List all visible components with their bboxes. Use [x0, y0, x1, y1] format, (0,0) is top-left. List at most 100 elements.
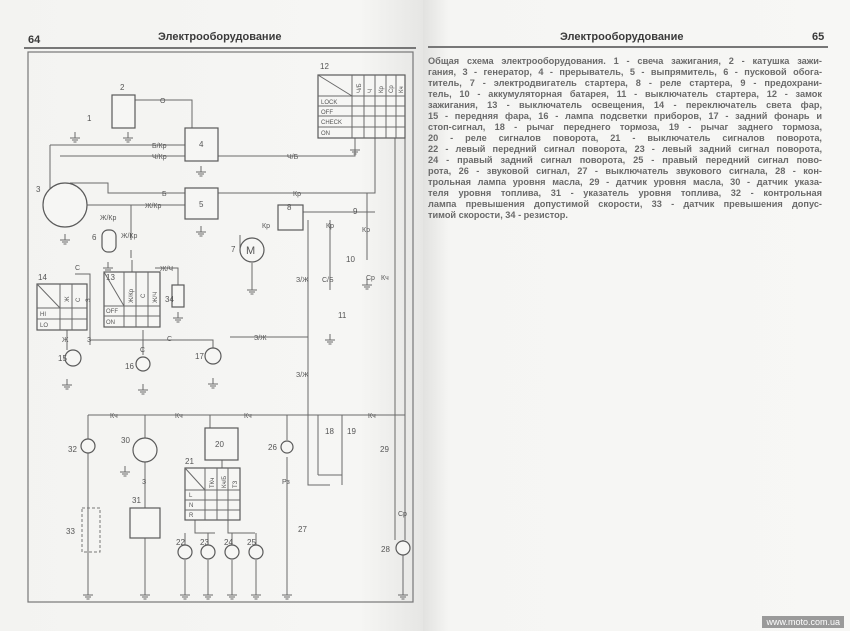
label-6: 6: [92, 233, 97, 242]
label-10: 10: [346, 255, 355, 264]
ground-icon: [251, 589, 261, 600]
caption-line: стоп-сигнал, 18 - рычаг переднего тормоз…: [428, 122, 822, 132]
wire-labels: О Б/Кр Ч/Кр Ч/Б Б Ж/Кр Ж/Кр Ж/Кр Кр Кр К…: [62, 98, 407, 518]
fuel-gauge-31: [129, 507, 161, 539]
label-30: 30: [121, 436, 130, 445]
headlight-switch-table: HI LO Ж С З: [40, 296, 92, 329]
ground-icon: [362, 279, 372, 290]
ground-icon: [247, 284, 257, 295]
wire-label: Кр: [262, 223, 270, 230]
wire-label: С: [140, 347, 145, 354]
ground-icon: [350, 144, 360, 155]
ground-icon: [180, 589, 190, 600]
caption-line: тель, 10 - аккумуляторная батарея, 11 - …: [428, 89, 822, 99]
diagram-frame: [27, 51, 414, 603]
ground-icon: [62, 379, 72, 390]
left-page-title: Электрооборудование: [158, 31, 282, 43]
col-label: Кч/Б: [222, 476, 228, 488]
caption-line: Общая схема электрооборудования. 1 - све…: [428, 56, 822, 66]
label-34: 34: [165, 295, 174, 304]
wire-label: З/Ж: [254, 335, 267, 342]
turn-switch-21: [184, 467, 241, 521]
right-page: [423, 0, 850, 631]
rectifier-5: [184, 187, 219, 220]
lamp-icon: [395, 540, 411, 556]
wire-label: Кр: [326, 223, 334, 230]
ignition-switch-table: LOCK OFF CHECK ON Ч/Б Ч Кр Ср Кч: [321, 83, 405, 137]
wire-label: Кр: [293, 191, 301, 198]
label-12: 12: [320, 62, 329, 71]
col-label: Ч/Б: [357, 83, 363, 93]
label-15: 15: [58, 354, 67, 363]
wire-label: З/Ж: [296, 277, 309, 284]
lamp-icon: [64, 349, 82, 367]
ground-icon: [60, 234, 70, 245]
col-label: Ж: [65, 296, 71, 302]
speed-sensor-33: [81, 507, 101, 553]
figure-caption: Общая схема электрооборудования. 1 - све…: [428, 56, 822, 221]
label-29: 29: [380, 445, 389, 454]
label-27: 27: [298, 525, 307, 534]
label-32: 32: [68, 445, 77, 454]
label-4: 4: [199, 140, 204, 149]
left-header-rule: [24, 47, 416, 49]
row-label: CHECK: [321, 120, 342, 126]
lamp-icon: [80, 438, 96, 454]
caption-line: 24 - правый задний сигнал поворота, 25 -…: [428, 155, 822, 165]
wire-label: Ж/Кр: [121, 233, 137, 240]
row-label: OFF: [321, 110, 333, 116]
row-label: LO: [40, 323, 48, 329]
label-9: 9: [353, 207, 358, 216]
caption-line: 15 - передняя фара, 16 - лампа подсветки…: [428, 111, 822, 121]
caption-line: гания, 3 - генератор, 4 - прерыватель, 5…: [428, 67, 822, 77]
label-33: 33: [66, 527, 75, 536]
label-7: 7: [231, 245, 236, 254]
label-3: 3: [36, 185, 41, 194]
col-label: Ср: [389, 85, 395, 93]
generator-3: [42, 182, 88, 228]
label-11: 11: [338, 311, 347, 320]
caption-line: рота, 26 - звуковой сигнал, 27 - выключа…: [428, 166, 822, 176]
right-page-number: 65: [812, 31, 825, 43]
ground-icon: [103, 262, 113, 273]
ground-icon: [173, 312, 183, 323]
label-26: 26: [268, 443, 277, 452]
resistor-34: [171, 284, 185, 308]
label-18: 18: [325, 427, 334, 436]
wire-label: Ж/Ч: [160, 266, 173, 273]
row-label: N: [189, 503, 193, 509]
wire-label: Ж/Кр: [100, 215, 116, 222]
row-label: ON: [321, 131, 330, 137]
wire-label: Ж/Кр: [145, 203, 161, 210]
ground-icon: [325, 334, 335, 345]
wire-label: Ср: [398, 511, 407, 518]
wire-label: Ч/Б: [287, 154, 299, 161]
lamp-icon: [177, 544, 193, 560]
wire-label: Кч: [381, 275, 389, 282]
wire-label: С/Б: [322, 277, 334, 284]
component-numbers: 1 2 3 4 5 6 7 8 9 10 11 12 13 14 15 16 1…: [36, 62, 390, 554]
wire-label: Кч: [175, 413, 183, 420]
breaker-4: [184, 127, 219, 162]
ground-icon: [123, 132, 133, 143]
light-switch-13: [103, 271, 161, 328]
caption-line: 22 - левый передний сигнал поворота, 23 …: [428, 144, 822, 154]
grounds: [60, 132, 408, 600]
headlight-switch-14: [36, 283, 88, 331]
col-label: С: [76, 297, 82, 302]
row-label: R: [189, 513, 194, 519]
col-label: Кр: [379, 86, 385, 93]
label-20: 20: [215, 440, 224, 449]
caption-line: тимой скорости, 34 - резистор.: [428, 210, 568, 220]
caption-line: лампа превышения допустимой скорости, 33…: [428, 199, 822, 209]
lamp-icon: [204, 347, 222, 365]
starter-motor-7: [239, 237, 265, 263]
lamp-icon: [224, 544, 240, 560]
caption-line: зажигания, 13 - выключатель освещения, 1…: [428, 100, 822, 110]
wire-label: З: [87, 337, 91, 344]
col-label: Ж/Ч: [153, 292, 159, 303]
row-label: HI: [40, 312, 46, 318]
wire-label: Кч: [110, 413, 118, 420]
left-page-number: 64: [28, 34, 41, 46]
